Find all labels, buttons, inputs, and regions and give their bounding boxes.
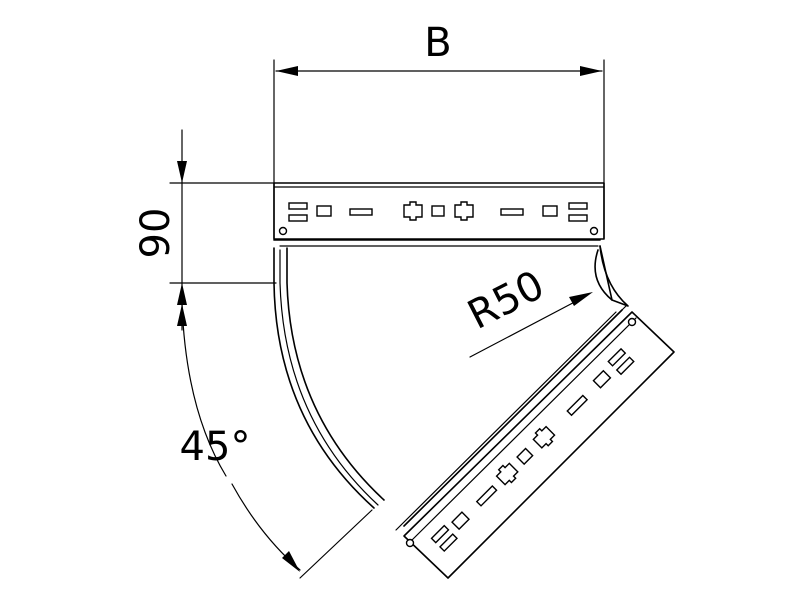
width-dimension: B	[273, 20, 605, 239]
tray-bend-body	[273, 245, 629, 531]
arrow-radius-icon	[569, 292, 593, 306]
height-label: 90	[133, 208, 179, 259]
angle-label: 45°	[180, 424, 251, 470]
arrow-right-icon	[580, 66, 602, 76]
mounting-hole	[405, 538, 415, 548]
tray-diagonal-section	[403, 311, 675, 579]
height-dimension: 90	[133, 129, 277, 331]
mounting-hole	[589, 226, 599, 236]
arrow-left-icon	[276, 66, 298, 76]
radius-dimension: R50	[461, 262, 593, 358]
width-label: B	[424, 20, 451, 66]
angle-dimension: 45°	[177, 303, 373, 579]
tray-top-section	[273, 182, 605, 247]
arrow-down-icon	[177, 161, 187, 183]
arrow-up-icon	[177, 283, 187, 305]
mounting-hole	[627, 317, 637, 327]
arrow-angle-top-icon	[177, 304, 187, 326]
arrow-angle-bottom-icon	[282, 551, 300, 572]
mounting-hole	[278, 226, 288, 236]
radius-label: R50	[461, 262, 552, 339]
